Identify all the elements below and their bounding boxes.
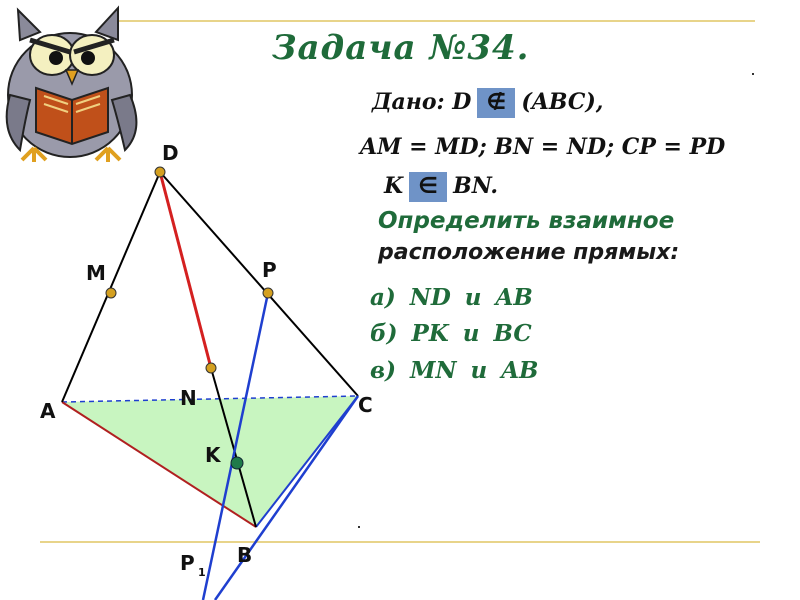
task-line-1: Определить взаимное	[378, 208, 675, 234]
decor-dot	[358, 526, 360, 528]
edge-cb	[255, 395, 359, 528]
bottom-rule	[40, 541, 760, 543]
label-p: P	[262, 258, 277, 282]
given-line-3-suffix: BN.	[453, 173, 499, 199]
given-line-1: Дано: D∉(ABC),	[372, 88, 603, 118]
owl-icon	[5, 5, 138, 162]
label-m: M	[86, 261, 106, 285]
segment-dn	[158, 171, 213, 369]
label-k: K	[205, 443, 222, 467]
point-m	[105, 287, 117, 299]
edge-da	[61, 171, 161, 403]
label-c: C	[358, 393, 373, 417]
point-d	[154, 166, 166, 178]
edge-ac	[61, 395, 359, 403]
edge-dc	[159, 171, 359, 397]
label-a: A	[40, 399, 56, 423]
label-b: B	[237, 543, 252, 567]
in-symbol-box: ∈	[409, 172, 448, 202]
top-rule	[110, 20, 755, 22]
given-line-1-suffix: (ABC),	[521, 89, 604, 115]
question-b: б) PK и BC	[370, 320, 532, 347]
given-line-3-prefix: K	[384, 173, 404, 199]
point-n	[205, 362, 217, 374]
label-p1: P	[180, 551, 195, 575]
label-p1-subscript: 1	[198, 566, 206, 579]
task-line-2: расположение прямых:	[378, 240, 680, 265]
given-line-3: K∈BN.	[384, 172, 498, 202]
label-d: D	[162, 141, 179, 165]
question-c: в) MN и AB	[370, 357, 539, 384]
page-title: Задача №34.	[272, 28, 530, 68]
question-a: а) ND и AB	[370, 284, 533, 311]
point-p	[262, 287, 274, 299]
label-n: N	[180, 386, 197, 410]
decor-dot	[752, 73, 754, 75]
point-k	[230, 456, 244, 470]
given-line-2: AM = MD; BN = ND; CP = PD	[360, 134, 726, 160]
not-in-symbol-box: ∉	[477, 88, 516, 118]
given-line-1-prefix: Дано: D	[372, 89, 472, 115]
edge-nb	[210, 367, 257, 528]
line-bc-extended	[213, 395, 360, 600]
line-pk-p1	[201, 292, 270, 600]
base-triangle-abc	[62, 396, 358, 527]
